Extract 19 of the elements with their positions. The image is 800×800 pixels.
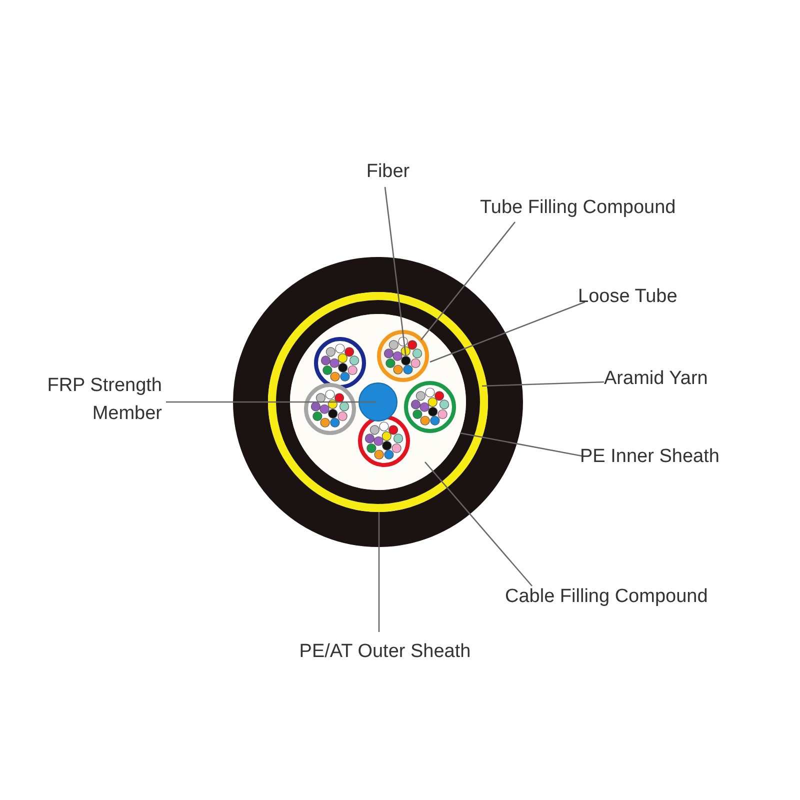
part-label: PE/AT Outer Sheath — [270, 638, 500, 666]
leader-line — [430, 301, 586, 363]
part-label: Fiber — [340, 158, 436, 186]
part-label: Aramid Yarn — [604, 365, 754, 393]
strength-member-rod — [358, 382, 398, 422]
leader-line — [166, 401, 376, 403]
part-label: Cable Filling Compound — [505, 583, 775, 611]
leader-line — [378, 512, 380, 632]
leader-line — [420, 222, 516, 340]
leader-line — [460, 432, 582, 457]
part-label: Tube Filling Compound — [480, 194, 740, 222]
leader-line — [384, 186, 406, 357]
part-label: FRP Strength Member — [10, 372, 162, 428]
leader-line — [424, 462, 532, 586]
part-label: Loose Tube — [578, 283, 728, 311]
outer-sheath-ring — [233, 257, 523, 547]
leader-line — [482, 381, 604, 387]
optical-fiber — [401, 356, 411, 366]
part-label: PE Inner Sheath — [580, 443, 770, 471]
